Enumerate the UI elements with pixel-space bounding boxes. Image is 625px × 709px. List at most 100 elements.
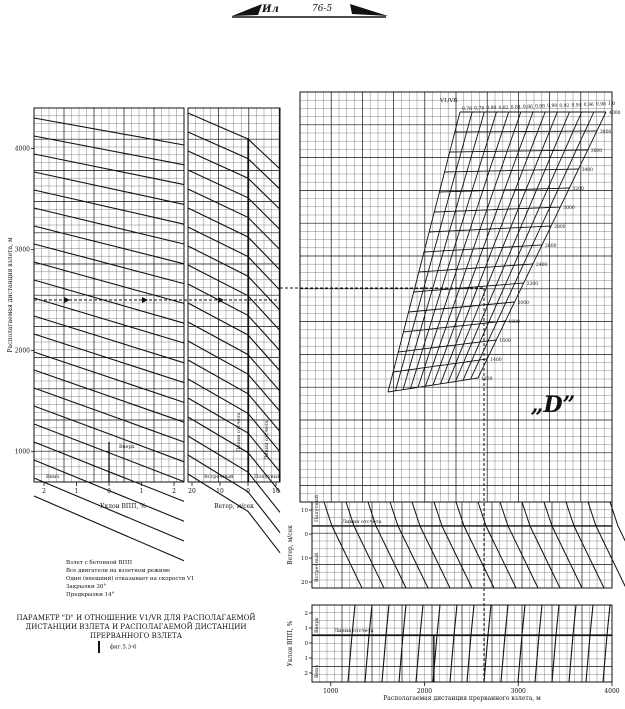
d-tick-label: 2200: [527, 281, 539, 287]
lower-slope-panel-grid: [311, 604, 613, 683]
slope-curve: [33, 405, 185, 463]
figure-number-text: фиг.5.3-6: [109, 644, 137, 651]
condition-item: Закрылки 30°: [66, 584, 107, 590]
v-ratio-tick-label: 0,76: [462, 106, 472, 112]
slope-curve: [33, 225, 185, 265]
direction-label: Встречный: [204, 474, 234, 480]
slope-curve: [33, 207, 185, 245]
x-tick-label: 2: [42, 488, 46, 495]
v-ratio-tick-label: 0,96: [584, 102, 594, 108]
direction-label: Вверх: [119, 444, 135, 450]
reference-label: Линия отсчета: [236, 412, 242, 452]
v-ratio-tick-label: 1,0: [608, 101, 615, 107]
x-tick-label: 10: [216, 488, 224, 495]
x-tick-label: 0: [107, 488, 111, 495]
slope-curve: [33, 333, 185, 384]
d-tick-label: 2000: [518, 300, 530, 306]
slope-curve: [33, 315, 185, 364]
v-ratio-curve: [402, 111, 485, 390]
d-tick-label: 3000: [563, 205, 575, 211]
x-tick-label: 4000: [604, 688, 619, 695]
direction-label: Вниз: [314, 665, 320, 678]
d-tick-label: 3800: [600, 129, 612, 135]
wind-curve: [187, 169, 281, 230]
condition-item: Предкрылки 14°: [66, 592, 115, 598]
parameter-d-label: „D”: [531, 392, 575, 418]
slope-curve: [33, 135, 185, 166]
x-axis-label: Располагаемая дистанция прерванного взле…: [383, 695, 541, 702]
d-tick-label: 1200: [481, 376, 493, 382]
x-tick-label: 1: [75, 488, 79, 495]
y-tick-label: 4000: [15, 145, 30, 152]
lower-wind-curve: [411, 501, 451, 589]
x-tick-label: 1000: [323, 688, 338, 695]
reference-label: Линия отсчета: [342, 519, 382, 525]
d-tick-label: 2800: [554, 224, 566, 230]
direction-label: Попутный: [314, 494, 320, 522]
v-ratio-tick-label: 0,90: [547, 103, 557, 109]
v-ratio-curve: [410, 111, 497, 389]
lower-wind-curve: [323, 501, 363, 589]
x-tick-label: 10: [272, 488, 280, 495]
d-tick-label: 3200: [572, 186, 584, 192]
stamp-text: 76-5: [312, 4, 332, 14]
y-tick-label: 3000: [15, 247, 30, 254]
wind-curve: [187, 454, 281, 533]
v-ratio-tick-label: 0,84: [511, 104, 521, 110]
lower-wind-curve: [499, 501, 539, 589]
x-tick-label: 2: [172, 488, 176, 495]
y-tick-label: 1000: [15, 449, 30, 456]
v-ratio-tick-label: 0,88: [535, 104, 545, 110]
conditions-list: Взлет с бетонной ВПП Все двигатели на вз…: [66, 559, 194, 599]
lower-wind-curve: [609, 501, 625, 542]
v-ratio-curve: [432, 111, 534, 386]
slope-curve: [33, 243, 185, 285]
slope-curve: [33, 279, 185, 324]
y-axis-label: Ветер, м/сек: [287, 525, 294, 565]
y-tick-label: 1: [305, 656, 309, 662]
v-ratio-curve: [395, 111, 473, 391]
slope-curve: [33, 495, 185, 562]
stamp-shape: [232, 4, 388, 16]
parameter-d-mesh: [387, 111, 607, 393]
direction-label: Попутный: [254, 474, 282, 480]
x-tick-label: 20: [188, 488, 196, 495]
condition-item: Взлет с бетонной ВПП: [66, 560, 133, 566]
y-tick-label: 20: [301, 580, 308, 586]
lower-wind-curve: [433, 501, 473, 589]
slope-curve: [33, 297, 185, 344]
slope-panel-grid: [33, 107, 185, 483]
x-tick-label: 0: [246, 488, 250, 495]
guide-line-layer: [34, 287, 485, 682]
v-ratio-curve: [440, 111, 546, 384]
figure-number: фиг.5.3-6: [98, 641, 136, 653]
v-ratio-tick-label: 0,94: [572, 102, 582, 108]
v-ratio-tick-label: 0,78: [474, 106, 484, 112]
v-ratio-label: V1/VR: [439, 98, 458, 104]
x-tick-label: 3000: [511, 688, 526, 695]
condition-item: Все двигатели на взлетном режиме: [66, 568, 171, 574]
d-tick-label: 1800: [508, 319, 520, 325]
lower-wind-curve: [543, 501, 583, 589]
slope-curve: [33, 459, 185, 522]
figure-title-text: ПАРАМЕТР "D" И ОТНОШЕНИЕ V1/VR ДЛЯ РАСПО…: [16, 614, 256, 640]
guide-arrow: [142, 297, 148, 304]
v-ratio-curve: [462, 111, 583, 381]
direction-label: Вверх: [314, 617, 320, 633]
lower-wind-curve: [345, 501, 385, 589]
panel-frame: [187, 107, 281, 483]
y-axis-label: Уклон ВПП, %: [287, 620, 294, 666]
v-ratio-curve: [387, 111, 461, 393]
slope-curve: [33, 369, 185, 423]
wind-curve: [187, 112, 281, 170]
y-tick-label: 2: [305, 611, 309, 617]
lower-wind-curve: [587, 501, 625, 588]
main-panel-grid: [299, 91, 613, 503]
slope-curve: [33, 261, 185, 304]
slope-curve: [33, 189, 185, 225]
y-tick-label: 2000: [15, 348, 30, 355]
direction-label: Встречный: [314, 552, 320, 582]
slope-curve: [33, 153, 185, 186]
